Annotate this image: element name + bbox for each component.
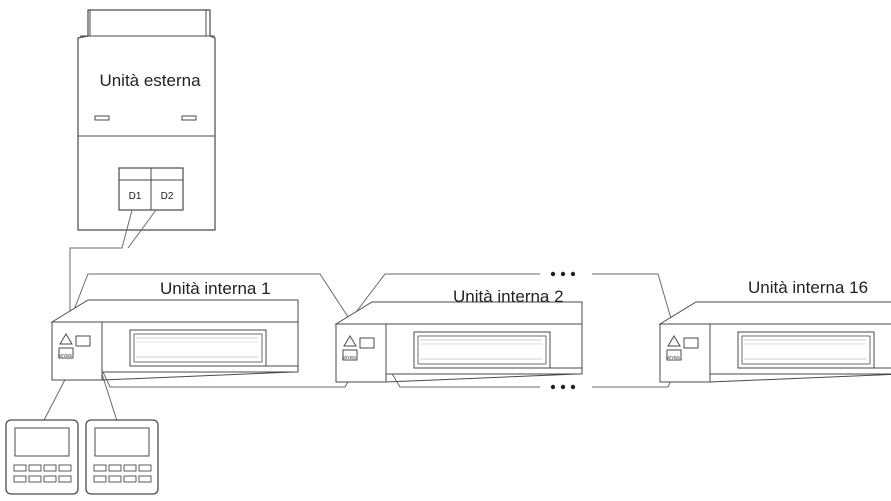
wire-outdoor-to-indoor1-a [69,209,133,320]
ducted-indoor-unit-icon [51,299,299,381]
indoor-unit-2-label: Unità interna 2 [453,287,564,306]
wire-upper-bus-2 [349,273,540,321]
terminal-d2: D2 [161,191,174,202]
wired-controller-2-icon [85,419,159,495]
terminal-d1: D1 [129,191,142,202]
indoor-unit-16: M/YBS Unità interna 16 [659,278,891,383]
svg-text:M/YBS: M/YBS [58,353,72,358]
wire-outdoor-d2 [127,209,157,249]
svg-text:M/YBS: M/YBS [342,355,356,360]
wire-upper-bus-3 [592,273,673,323]
handle-right-icon [181,115,197,121]
indoor-unit-2: M/YBS Unità interna 2 [335,287,583,383]
wired-controller-1-icon [5,419,79,495]
ellipsis-bottom-icon [550,384,576,390]
outdoor-unit-label: Unità esterna [99,71,201,90]
indoor-unit-16-label: Unità interna 16 [748,278,868,297]
handle-left-icon [94,115,110,121]
terminal-block: D1 D2 [118,167,184,211]
indoor-unit-1: M/YBS Unità interna 1 [51,279,299,381]
wire-upper-bus-1 [69,273,351,321]
ducted-indoor-unit-icon [659,301,891,383]
indoor-unit-1-label: Unità interna 1 [160,279,271,298]
ducted-indoor-unit-icon [335,301,583,383]
svg-text:M/YBS: M/YBS [666,355,680,360]
ellipsis-top-icon [550,271,576,277]
outdoor-unit: Unità esterna D1 D2 [77,9,216,231]
